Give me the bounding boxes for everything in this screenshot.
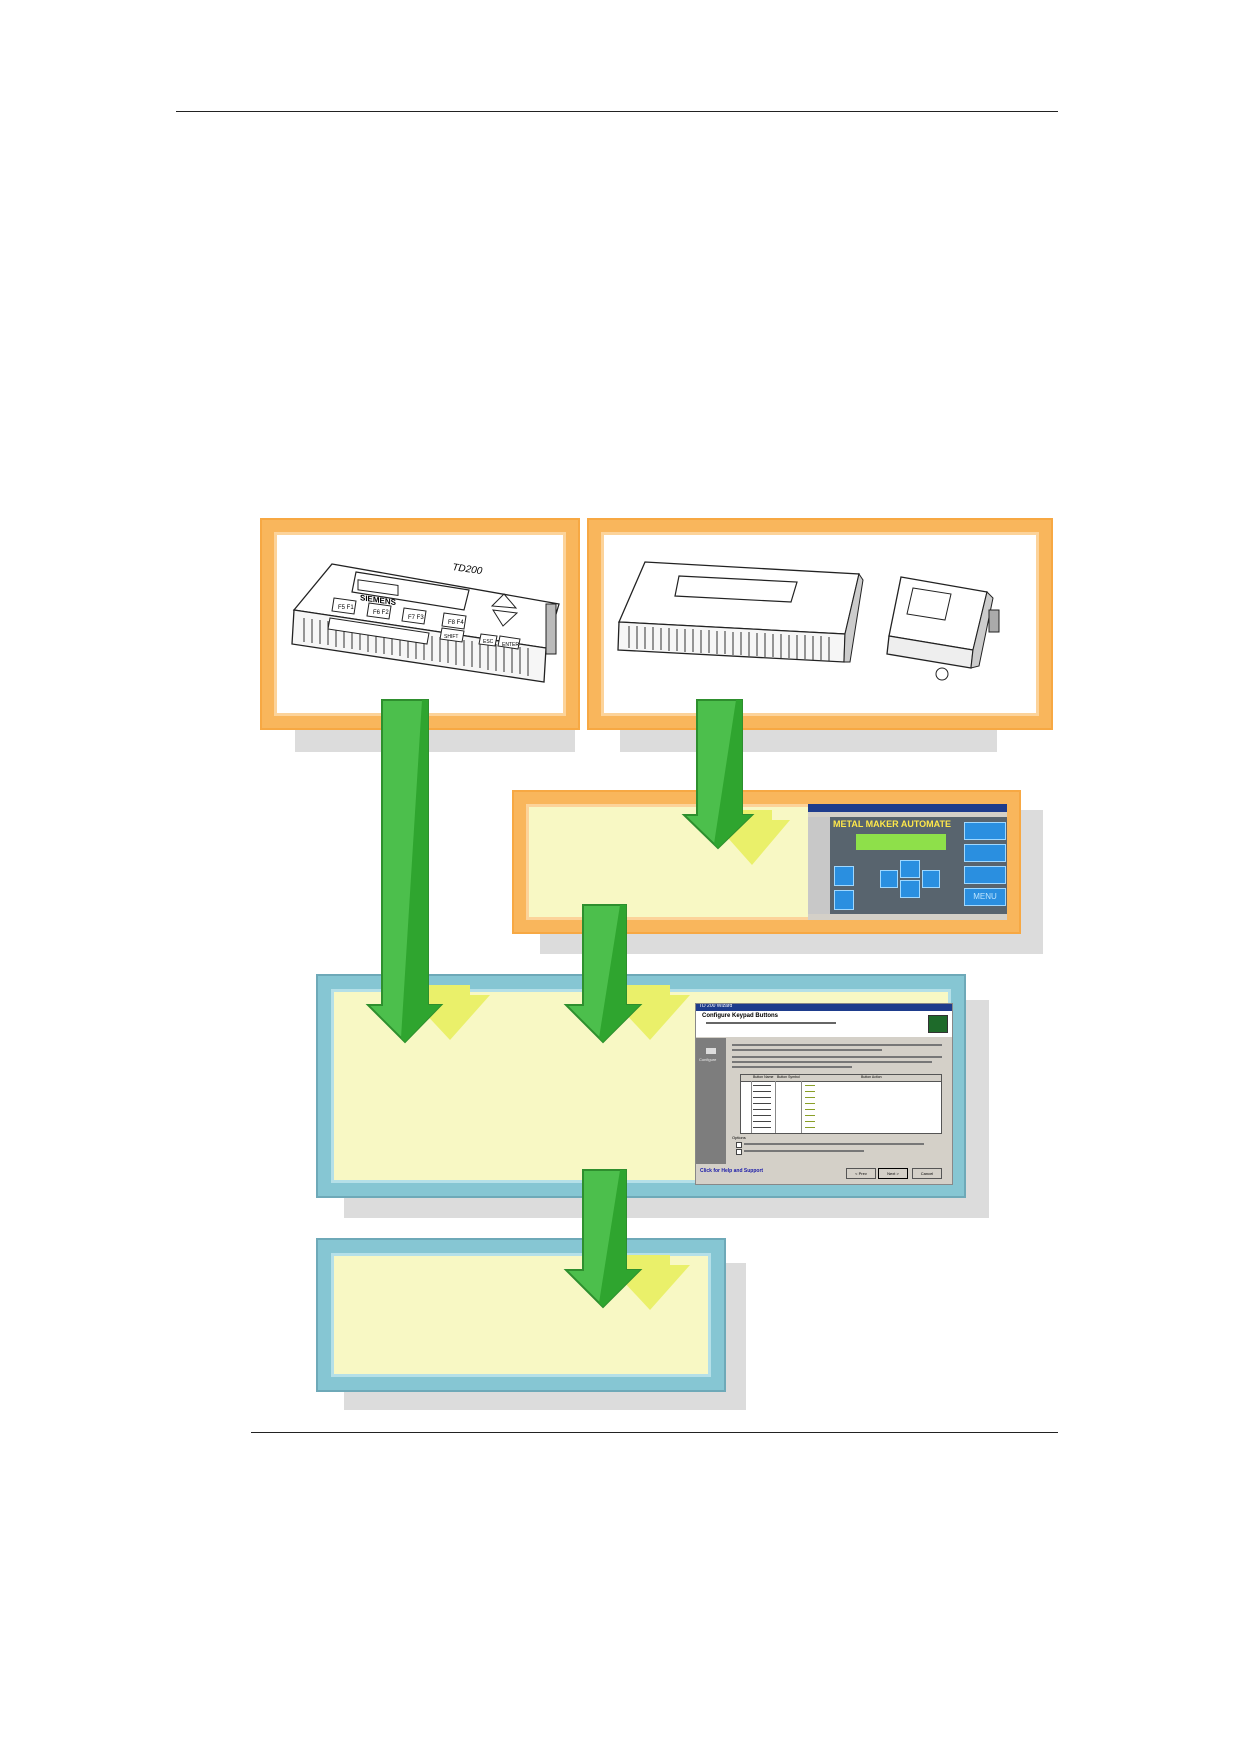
hmi-title: METAL MAKER AUTOMATE <box>833 819 951 829</box>
arrow-devices-to-hmi <box>681 699 755 850</box>
arrow-wizard-to-final <box>563 1169 643 1309</box>
wizard-heading: Configure Keypad Buttons <box>702 1013 778 1019</box>
hmi-left-button-1[interactable] <box>834 866 854 886</box>
td200-device-drawing: SIEMENS TD200 F5 F1 F6 F2 F7 F3 F8 F4 SH… <box>291 562 560 683</box>
td200-key-4: F8 F4 <box>448 620 464 626</box>
td200-up-arrow <box>490 593 518 609</box>
hmi-screenshot: METAL MAKER AUTOMATE MENU <box>808 804 1007 920</box>
wizard-options-label: Options <box>732 1135 746 1140</box>
wizard-table-header-1: Button Name <box>753 1075 774 1079</box>
wizard-button-table: Button Name Button Symbol Button Action <box>740 1074 942 1134</box>
hmi-side-button-2[interactable] <box>964 844 1006 862</box>
wizard-screenshot: TD 200 Wizard Configure Keypad Buttons C… <box>695 1003 953 1185</box>
wizard-sidebar-label: Configure <box>699 1057 717 1062</box>
wizard-sidebar-icon <box>706 1048 716 1054</box>
td200-key-1: F5 F1 <box>338 605 354 611</box>
hmi-panel-box: METAL MAKER AUTOMATE MENU <box>514 792 1019 932</box>
hmi-nav-left-button[interactable] <box>880 870 898 888</box>
wizard-window-title: TD 200 Wizard <box>699 1003 733 1009</box>
td200-key-3: F7 F3 <box>408 615 424 621</box>
arrow-td200-to-wizard <box>365 699 444 1044</box>
wizard-prev-button[interactable]: < Prev <box>846 1168 876 1179</box>
td200-model: TD200 <box>452 562 484 577</box>
hmi-menu-button[interactable]: MENU <box>964 888 1006 906</box>
wizard-help-link[interactable]: Click for Help and Support <box>700 1168 764 1174</box>
hmi-left-button-2[interactable] <box>834 890 854 910</box>
wizard-cancel-button[interactable]: Cancel <box>912 1168 942 1179</box>
wizard-option-checkbox-1[interactable] <box>736 1142 742 1148</box>
devices-drawing <box>617 561 1000 681</box>
wizard-table-header-3: Button Action <box>861 1075 882 1079</box>
hmi-side-button-1[interactable] <box>964 822 1006 840</box>
hmi-nav-down-button[interactable] <box>900 880 920 898</box>
wizard-option-checkbox-2[interactable] <box>736 1149 742 1155</box>
td200-device-box: SIEMENS TD200 F5 F1 F6 F2 F7 F3 F8 F4 SH… <box>262 520 578 728</box>
wizard-sidebar <box>696 1038 726 1164</box>
wizard-next-button[interactable]: Next > <box>878 1168 908 1179</box>
other-devices-box <box>589 520 1051 728</box>
hmi-side-button-3[interactable] <box>964 866 1006 884</box>
td200-shift: SHIFT <box>444 634 458 640</box>
td200-key-2: F6 F2 <box>373 610 389 616</box>
td200-esc: ESC <box>483 639 494 645</box>
wizard-table-header-2: Button Symbol <box>777 1075 800 1079</box>
hmi-display-bar <box>856 834 946 850</box>
td200-enter: ENTER <box>502 642 519 648</box>
top-rule <box>176 111 1058 112</box>
td200-down-arrow <box>492 609 519 627</box>
hmi-nav-right-button[interactable] <box>922 870 940 888</box>
arrow-hmi-to-wizard <box>563 904 643 1044</box>
wizard-logo-icon <box>928 1015 948 1033</box>
bottom-rule <box>251 1432 1058 1433</box>
hmi-nav-up-button[interactable] <box>900 860 920 878</box>
